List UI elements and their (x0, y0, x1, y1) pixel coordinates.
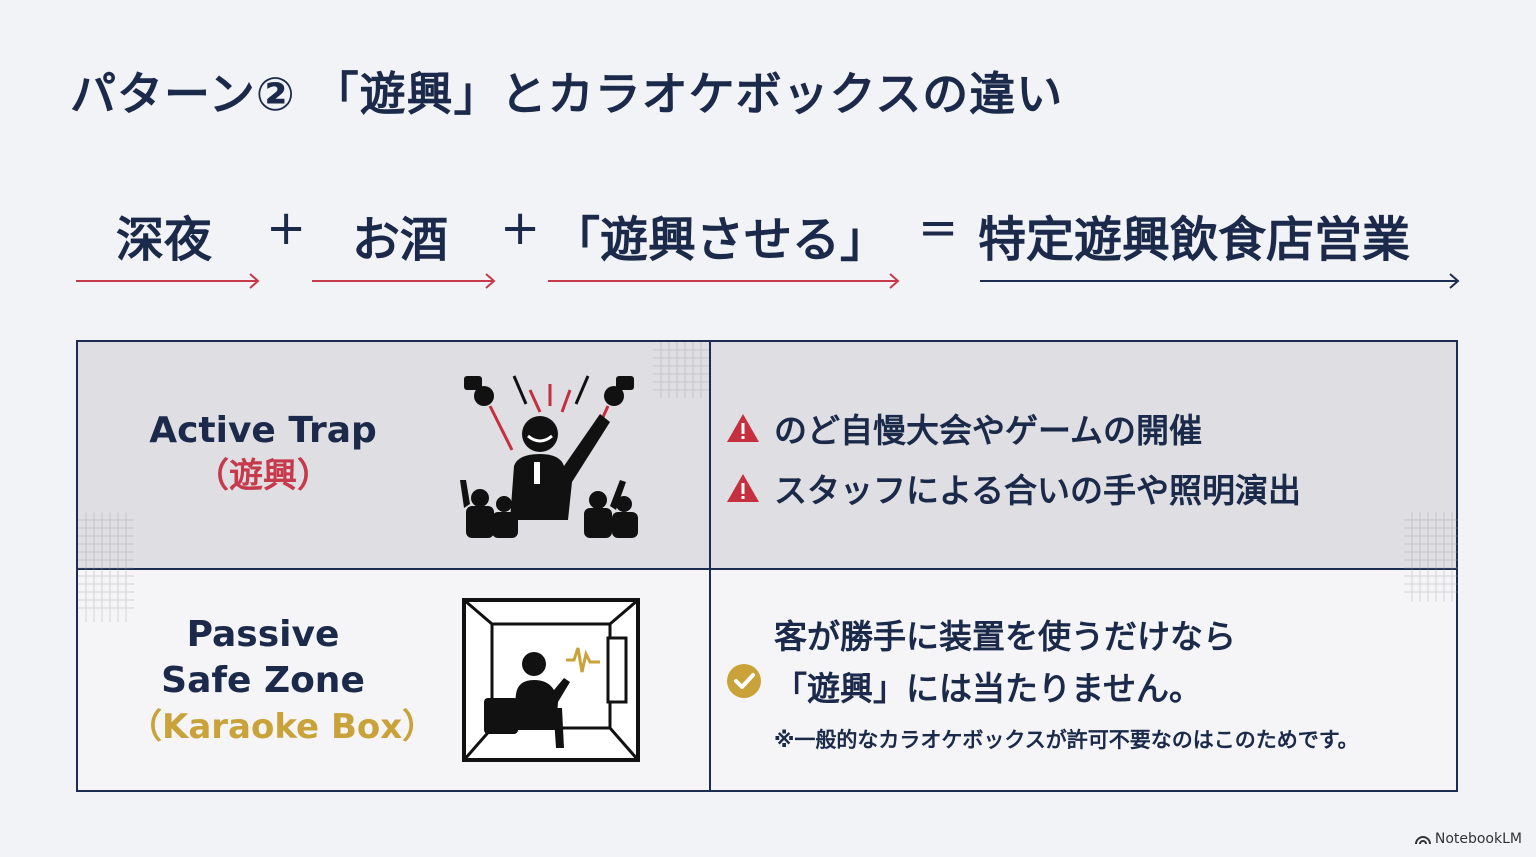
formula-plus-2: + (500, 200, 541, 256)
notebooklm-watermark: NotebookLM (1414, 831, 1522, 847)
notebooklm-logo-icon (1414, 836, 1431, 845)
active-trap-title: Active Trap (149, 410, 377, 451)
formula-term-late-night: 深夜 (116, 212, 213, 268)
safe-text-line-2: 「遊興」には当たりません。 (774, 669, 1203, 708)
arrow-red-2 (312, 273, 496, 289)
warning-bullet-1: のど自慢大会やゲームの開催 (726, 404, 1202, 452)
grid-pattern-icon (1404, 512, 1458, 602)
formula-equals: = (918, 200, 959, 256)
arrow-navy (980, 273, 1460, 289)
warning-icon (727, 414, 759, 442)
safe-note: ※一般的なカラオケボックスが許可不要なのはこのためです。 (774, 728, 1359, 752)
arrow-red-3 (548, 273, 900, 289)
safe-zone-subtitle: （Karaoke Box） (128, 707, 437, 747)
formula-result: 特定遊興飲食店営業 (978, 212, 1411, 268)
formula-term-alcohol: お酒 (352, 212, 449, 268)
grid-pattern-icon (653, 342, 709, 398)
comparison-table: Active Trap （遊興） (76, 340, 1458, 792)
row-divider (78, 568, 1456, 570)
karaoke-box-singer-icon (462, 598, 640, 762)
formula-plus-1: + (266, 200, 307, 256)
column-divider (709, 342, 711, 790)
warning-text-1: のど自慢大会やゲームの開催 (774, 411, 1203, 450)
footer-text: NotebookLM (1434, 831, 1522, 847)
check-circle-icon (727, 664, 761, 698)
safe-zone-label: Passive Safe Zone （Karaoke Box） (128, 612, 437, 750)
active-trap-label: Active Trap （遊興） (138, 408, 388, 498)
formula-term-entertain: 「遊興させる」 (552, 212, 889, 268)
singer-on-stage-icon (460, 375, 638, 538)
row-active-trap-bg (78, 342, 1456, 568)
grid-pattern-icon (78, 512, 134, 622)
warning-bullet-2: スタッフによる合いの手や照明演出 (726, 464, 1301, 512)
formula-arrows (76, 273, 1460, 289)
warning-text-2: スタッフによる合いの手や照明演出 (774, 471, 1302, 510)
safe-text-line-1: 客が勝手に装置を使うだけなら (774, 617, 1236, 656)
page-title: パターン② 「遊興」とカラオケボックスの違い (70, 67, 1064, 121)
safe-zone-title-1: Passive (186, 614, 340, 655)
active-trap-subtitle: （遊興） (195, 456, 331, 496)
warning-icon (727, 474, 759, 502)
safe-zone-title-2: Safe Zone (161, 660, 365, 701)
arrow-red-1 (76, 273, 260, 289)
